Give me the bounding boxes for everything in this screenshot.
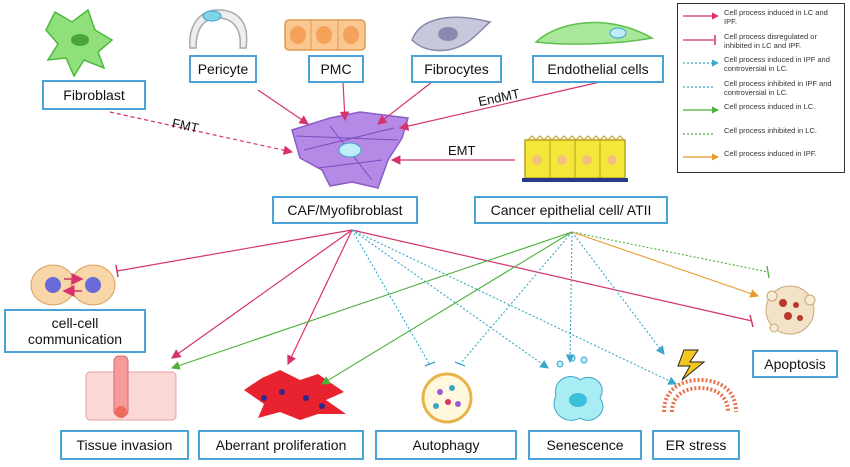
legend-item: Cell process induced in LC.	[682, 102, 842, 126]
tissue-invasion-image	[85, 355, 177, 421]
endmt-arrow	[398, 81, 601, 131]
er-stress-image	[662, 349, 738, 413]
legend-item-label: Cell process induced in LC and IPF.	[724, 8, 828, 26]
er-stress-label: ER stress	[665, 436, 727, 453]
caf-to-invasion-arrow	[171, 229, 353, 359]
epi-to-apoptosis-green-dotted	[571, 231, 769, 273]
pmc-label: PMC	[320, 60, 352, 77]
caf-to-erstress-dotted	[351, 229, 677, 385]
cell-cell-communication-box: cell-cell communication	[4, 309, 146, 353]
legend-item-label: Cell process inhibited in LC.	[724, 125, 817, 135]
caf-label: CAF/Myofibroblast	[287, 201, 403, 218]
legend-line-icon	[683, 12, 719, 20]
legend-item: Cell process disregulated or inhibited i…	[682, 32, 842, 56]
apoptosis-box: Apoptosis	[752, 350, 838, 378]
caf-myofibroblast-box: CAF/Myofibroblast	[272, 196, 418, 224]
epi-to-autophagy-dotted	[459, 231, 573, 365]
epi-to-apoptosis-orange-arrow	[571, 231, 760, 298]
endothelial-cells-box: Endothelial cells	[532, 55, 664, 83]
autophagy-image	[421, 372, 473, 424]
emt-label: EMT	[448, 143, 476, 158]
pmc-box: PMC	[308, 55, 364, 83]
fibroblast-label: Fibroblast	[63, 86, 125, 103]
epi-to-proliferation-arrow	[321, 231, 573, 385]
legend-line-icon	[683, 85, 714, 88]
pmc-arrow	[339, 81, 350, 122]
legend-item-label: Cell process induced in LC.	[724, 102, 816, 111]
epithelial-cells-image	[522, 135, 628, 182]
aberrant-proliferation-label: Aberrant proliferation	[215, 436, 347, 453]
endothelial-label: Endothelial cells	[547, 60, 649, 77]
epi-to-erstress-dotted	[571, 231, 665, 355]
fibrocytes-arrow	[377, 81, 433, 125]
cancer-epithelial-label: Cancer epithelial cell/ ATII	[490, 201, 652, 218]
legend-item-label: Cell process induced in IPF and controve…	[724, 55, 830, 73]
pmc-cells-image	[284, 19, 366, 51]
autophagy-label: Autophagy	[412, 436, 480, 453]
legend-item: Cell process inhibited in IPF and contro…	[682, 79, 842, 103]
legend-item-label: Cell process induced in IPF.	[724, 149, 817, 158]
fibrocyte-cell-image	[411, 16, 492, 52]
pericyte-cell-image	[189, 9, 248, 49]
senescence-box: Senescence	[528, 430, 642, 460]
myofibroblast-cell-image	[291, 111, 409, 189]
legend-item: Cell process induced in IPF and controve…	[682, 55, 842, 79]
legend-item-label: Cell process inhibited in IPF and contro…	[724, 78, 832, 97]
aberrant-proliferation-box: Aberrant proliferation	[198, 430, 364, 460]
legend-item: Cell process induced in LC and IPF.	[682, 8, 842, 32]
legend-line-icon	[683, 153, 719, 161]
senescence-image	[553, 354, 604, 421]
legend-line-icon	[683, 59, 719, 67]
legend-item: Cell process inhibited in LC.	[682, 126, 842, 150]
fibroblast-cell-image	[45, 8, 114, 78]
aberrant-proliferation-image	[244, 370, 346, 420]
tissue-invasion-label: Tissue invasion	[76, 436, 173, 453]
cancer-epithelial-box: Cancer epithelial cell/ ATII	[474, 196, 668, 224]
apoptosis-cell-image	[765, 285, 816, 335]
fibrocytes-label: Fibrocytes	[424, 60, 489, 77]
pericyte-arrow	[257, 89, 309, 125]
pericyte-box: Pericyte	[189, 55, 257, 83]
cell-cell-label: cell-cell communication	[27, 314, 123, 347]
fibroblast-box: Fibroblast	[42, 80, 146, 110]
tissue-invasion-box: Tissue invasion	[60, 430, 189, 460]
fmt-arrow	[109, 111, 294, 155]
epi-to-senescence-dotted	[565, 231, 575, 364]
apoptosis-label: Apoptosis	[764, 355, 826, 372]
legend-item-label: Cell process disregulated or inhibited i…	[724, 31, 817, 50]
arrows-layer	[109, 81, 770, 385]
legend: Cell process induced in LC and IPF. Cell …	[677, 3, 845, 173]
caf-to-apoptosis-tbar	[351, 229, 753, 322]
epi-to-invasion-arrow	[170, 231, 573, 370]
caf-to-proliferation-arrow	[287, 229, 353, 366]
caf-to-autophagy-dotted	[351, 229, 431, 366]
legend-line-icon	[683, 132, 714, 135]
legend-item: Cell process induced in IPF.	[682, 149, 842, 173]
endothelial-cell-image	[534, 21, 655, 45]
autophagy-box: Autophagy	[375, 430, 517, 460]
er-stress-box: ER stress	[652, 430, 740, 460]
pericyte-label: Pericyte	[197, 60, 249, 77]
senescence-label: Senescence	[546, 436, 624, 453]
caf-to-cellcell-tbar	[116, 229, 353, 272]
legend-line-icon	[683, 34, 716, 45]
cell-cell-communication-image	[30, 264, 116, 306]
legend-line-icon	[683, 106, 719, 114]
fibrocytes-box: Fibrocytes	[411, 55, 502, 83]
